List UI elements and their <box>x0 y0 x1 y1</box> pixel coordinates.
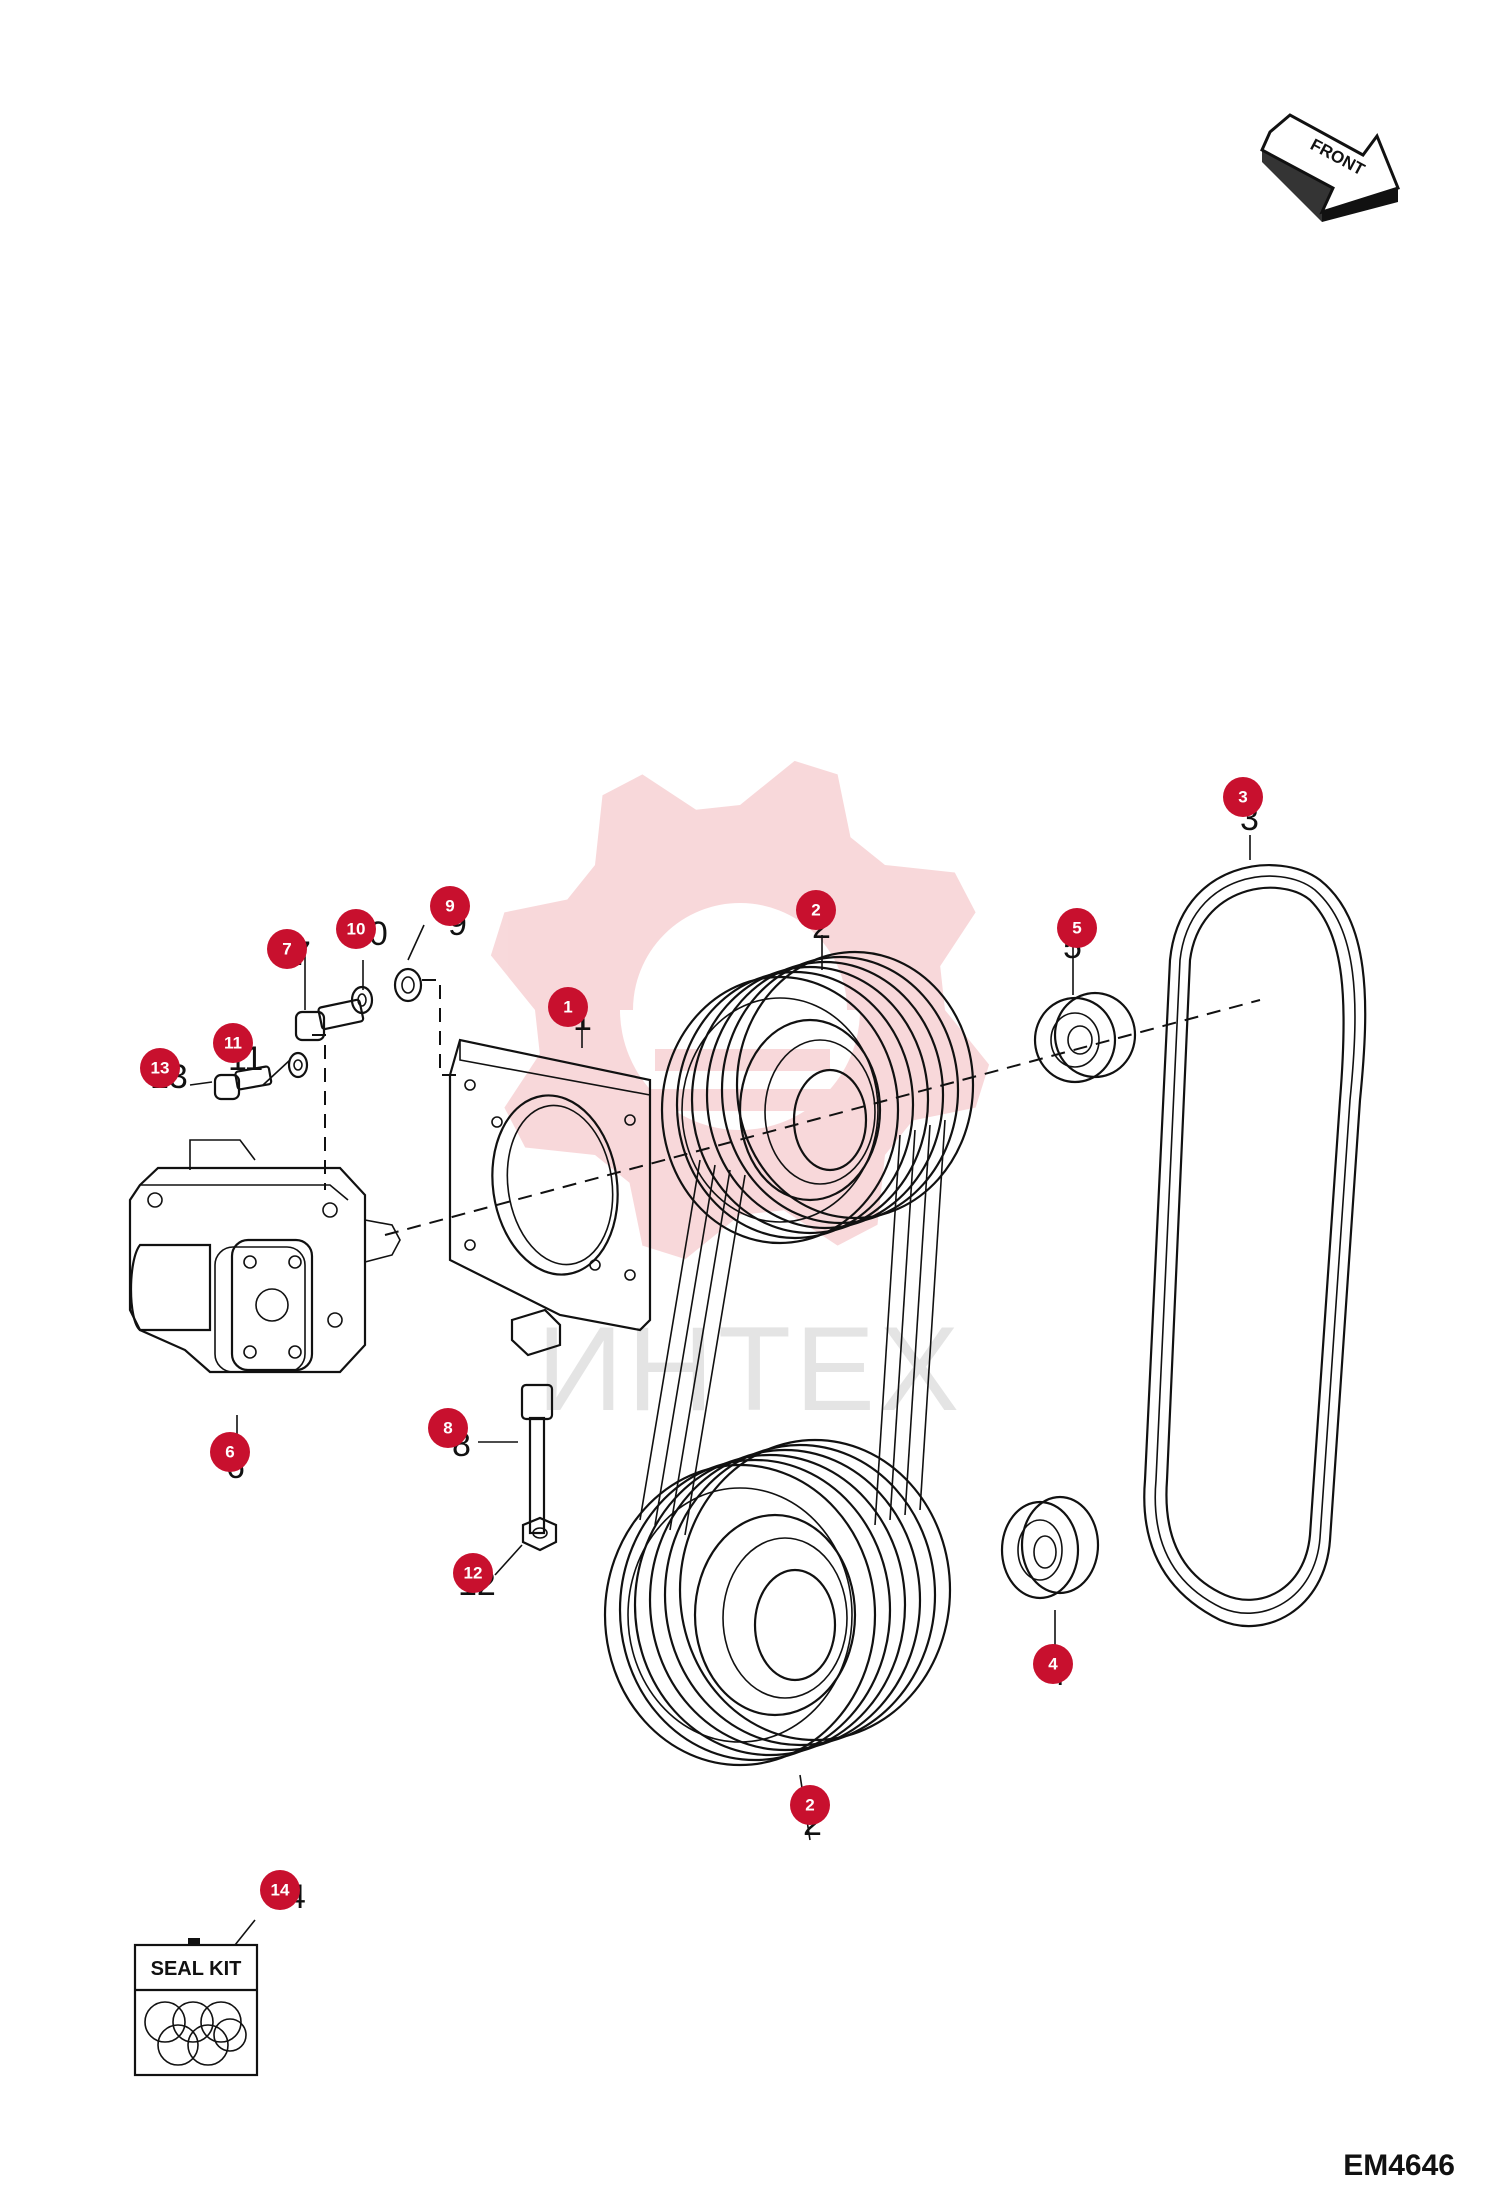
callout-5[interactable]: 5 <box>1057 908 1097 948</box>
v-belt-3 <box>1143 864 1367 1628</box>
svg-text:1: 1 <box>563 998 572 1017</box>
svg-text:6: 6 <box>225 1443 234 1462</box>
svg-text:10: 10 <box>347 920 366 939</box>
callout-2[interactable]: 2 <box>796 890 836 930</box>
washer-11 <box>287 1051 309 1079</box>
front-direction-arrow: FRONT <box>1260 113 1400 222</box>
callout-9[interactable]: 9 <box>430 886 470 926</box>
svg-text:11: 11 <box>224 1034 242 1053</box>
bolt-7 <box>294 998 365 1042</box>
callout-10[interactable]: 10 <box>336 909 376 949</box>
nut-12 <box>521 1516 558 1552</box>
svg-text:8: 8 <box>443 1419 452 1438</box>
callout-13[interactable]: 13 <box>140 1048 180 1088</box>
sheave-lower <box>603 1438 952 1767</box>
seal-kit-label: SEAL KIT <box>151 1958 242 1980</box>
callout-3[interactable]: 3 <box>1223 777 1263 817</box>
assembly-centerline <box>384 999 1261 1236</box>
callout-badges: 1 2 2 3 4 5 6 7 8 9 10 11 12 13 14 <box>140 777 1263 1910</box>
svg-text:14: 14 <box>271 1881 290 1900</box>
leader-lines <box>189 835 1251 1946</box>
callout-11[interactable]: 11 <box>213 1023 253 1063</box>
svg-text:9: 9 <box>445 897 454 916</box>
washer-10 <box>350 985 374 1015</box>
svg-text:4: 4 <box>1048 1655 1058 1674</box>
callout-12[interactable]: 12 <box>453 1553 493 1593</box>
svg-text:13: 13 <box>151 1059 170 1078</box>
svg-text:3: 3 <box>1238 788 1247 807</box>
svg-text:2: 2 <box>805 1796 814 1815</box>
callout-2-lower[interactable]: 2 <box>790 1785 830 1825</box>
watermark-logo: ИНТЕХ <box>490 760 990 1436</box>
svg-text:7: 7 <box>282 940 291 959</box>
bolt-dash-line-upper <box>422 979 458 1076</box>
callout-4[interactable]: 4 <box>1033 1644 1073 1684</box>
washer-9 <box>393 967 423 1003</box>
hydraulic-pump <box>128 1139 401 1374</box>
drive-belt-strands <box>639 1119 946 1536</box>
callout-8[interactable]: 8 <box>428 1408 468 1448</box>
callout-1[interactable]: 1 <box>548 987 588 1027</box>
bolt-dash-line-lower <box>312 1034 326 1190</box>
seal-kit: SEAL KIT <box>133 1938 259 2077</box>
svg-text:12: 12 <box>464 1564 483 1583</box>
callout-14[interactable]: 14 <box>260 1870 300 1910</box>
mounting-plate <box>448 1038 652 1357</box>
bushing-4 <box>1000 1495 1100 1600</box>
bushing-5 <box>1033 991 1137 1084</box>
svg-text:2: 2 <box>811 901 820 920</box>
drawing-code: EM4646 <box>1343 2149 1455 2182</box>
svg-text:5: 5 <box>1072 919 1081 938</box>
bolt-8 <box>520 1383 554 1535</box>
bolt-13 <box>213 1065 273 1101</box>
callout-7[interactable]: 7 <box>267 929 307 969</box>
callout-6[interactable]: 6 <box>210 1432 250 1472</box>
sheave-upper <box>660 950 975 1245</box>
